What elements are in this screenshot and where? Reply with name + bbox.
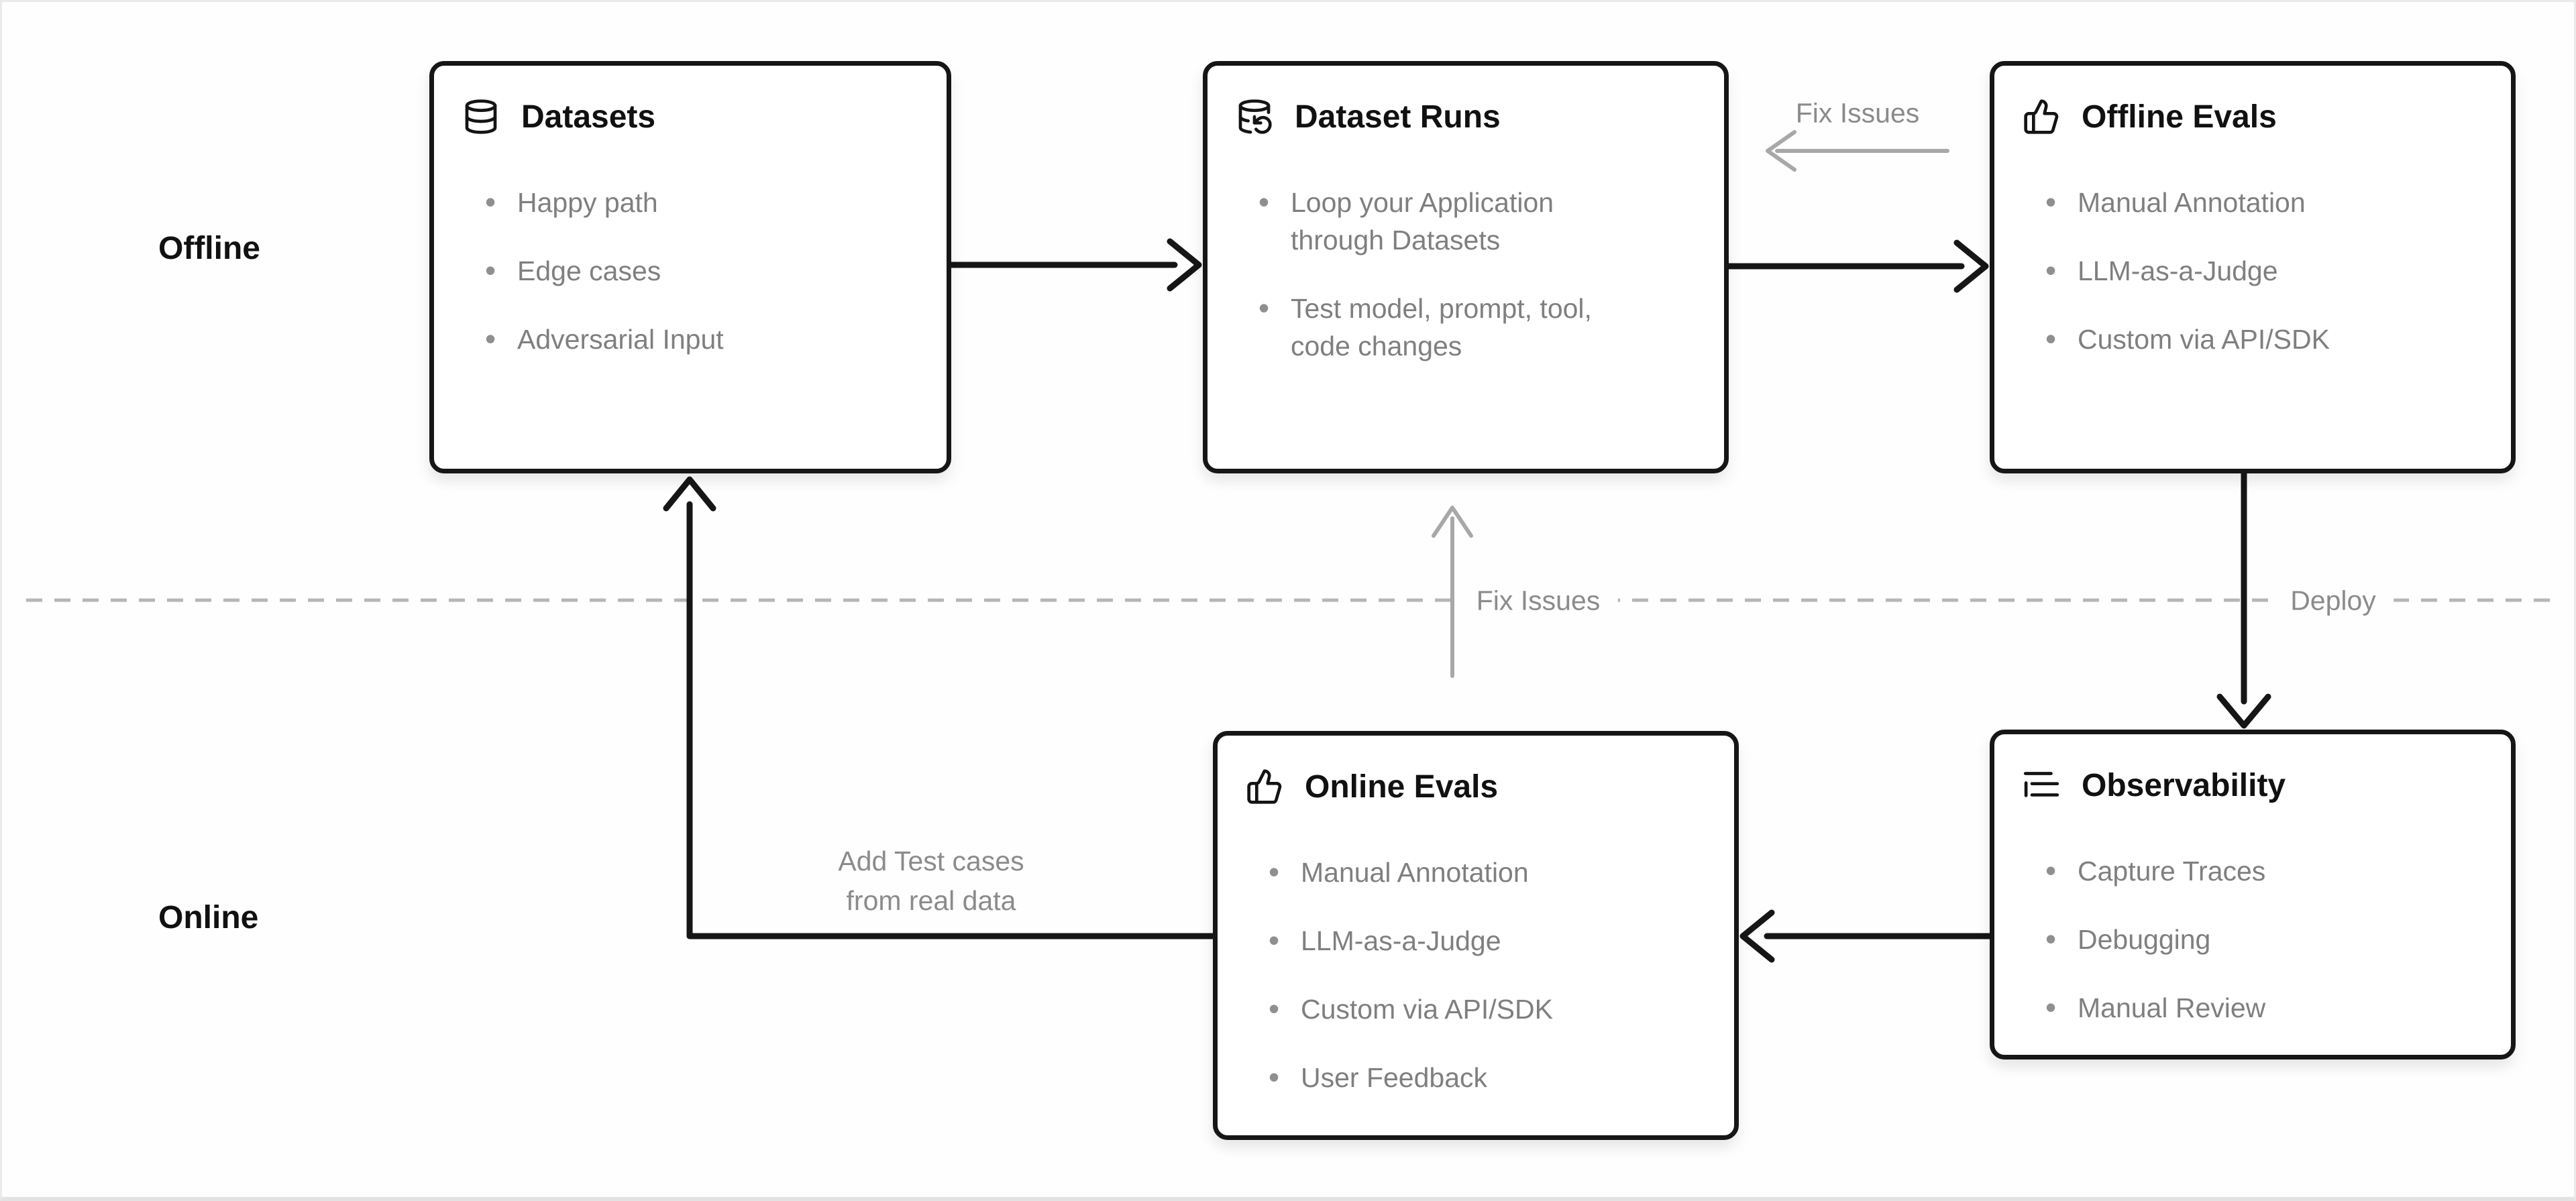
observability-bullet-list: Capture Traces Debugging Manual Review	[2044, 852, 2487, 1057]
list-item: Custom via API/SDK	[1267, 990, 1656, 1028]
dataset-runs-card-header: Dataset Runs	[1236, 98, 1501, 135]
list-item: User Feedback	[1267, 1058, 1656, 1096]
list-item: Capture Traces	[2044, 852, 2433, 890]
fix-issues-mid-label: Fix Issues	[1458, 585, 1618, 617]
list-item: Test model, prompt, tool, code changes	[1257, 289, 1646, 365]
list-item: Manual Annotation	[2044, 183, 2433, 221]
list-item: Adversarial Input	[484, 320, 873, 358]
datasets-title: Datasets	[521, 99, 656, 135]
dataset-runs-title: Dataset Runs	[1295, 99, 1501, 135]
list-item: Manual Review	[2044, 988, 2433, 1027]
list-item: Manual Annotation	[1267, 853, 1656, 891]
arrow-dataset-runs-to-offline-evals	[1725, 239, 1989, 293]
trace-list-icon	[2023, 766, 2060, 804]
list-item: Happy path	[484, 183, 873, 221]
add-test-cases-line2: from real data	[846, 885, 1016, 916]
thumbs-up-icon	[1246, 768, 1283, 805]
thumbs-up-icon	[2023, 98, 2060, 135]
list-item: Custom via API/SDK	[2044, 320, 2433, 358]
list-item: Edge cases	[484, 251, 873, 290]
arrow-observability-to-online-evals	[1739, 909, 1993, 963]
list-item: LLM-as-a-Judge	[2044, 251, 2433, 290]
offline-evals-card-header: Offline Evals	[2023, 98, 2277, 135]
dataset-runs-card: Dataset Runs Loop your Application throu…	[1203, 61, 1729, 473]
add-test-cases-label: Add Test cases from real data	[838, 842, 1024, 921]
online-evals-card-header: Online Evals	[1246, 768, 1498, 805]
offline-evals-title: Offline Evals	[2082, 99, 2277, 135]
observability-card: Observability Capture Traces Debugging M…	[1990, 730, 2516, 1060]
online-evals-title: Online Evals	[1305, 768, 1499, 805]
offline-lane-label: Offline	[158, 231, 260, 266]
datasets-card: Datasets Happy path Edge cases Adversari…	[429, 61, 951, 473]
fix-issues-top-arrow	[1766, 130, 1949, 172]
online-evals-card: Online Evals Manual Annotation LLM-as-a-…	[1213, 731, 1739, 1140]
dataset-runs-bullet-list: Loop your Application through Datasets T…	[1257, 183, 1700, 396]
datasets-bullet-list: Happy path Edge cases Adversarial Input	[484, 183, 922, 389]
list-item: Debugging	[2044, 920, 2433, 958]
list-item: LLM-as-a-Judge	[1267, 921, 1656, 960]
online-evals-bullet-list: Manual Annotation LLM-as-a-Judge Custom …	[1267, 853, 1710, 1127]
fix-issues-top-label: Fix Issues	[1795, 97, 1920, 129]
deploy-label: Deploy	[2273, 585, 2394, 617]
datasets-card-header: Datasets	[462, 98, 655, 135]
offline-evals-bullet-list: Manual Annotation LLM-as-a-Judge Custom …	[2044, 183, 2487, 389]
database-refresh-icon	[1236, 98, 1273, 135]
add-test-cases-line1: Add Test cases	[838, 846, 1024, 876]
arrow-offline-evals-to-observability-deploy	[2216, 470, 2271, 729]
arrow-datasets-to-dataset-runs	[948, 238, 1202, 292]
online-lane-label: Online	[158, 900, 259, 935]
observability-title: Observability	[2082, 767, 2286, 803]
offline-evals-card: Offline Evals Manual Annotation LLM-as-a…	[1990, 61, 2516, 473]
list-item: Loop your Application through Datasets	[1257, 183, 1646, 259]
observability-card-header: Observability	[2023, 766, 2286, 804]
database-icon	[462, 98, 500, 135]
